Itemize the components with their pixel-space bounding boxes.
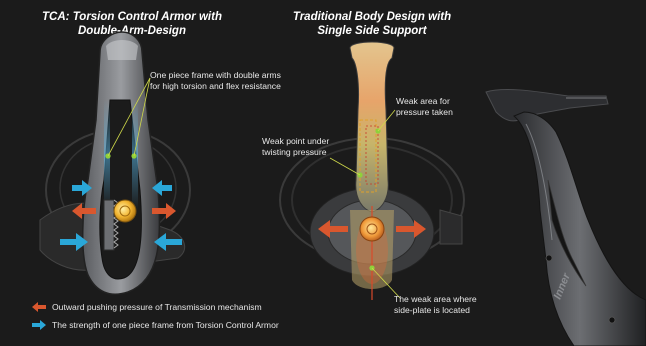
label-frame-line-2: for high torsion and flex resistance <box>150 81 281 92</box>
label-weak-area-line-2: pressure taken <box>396 107 453 118</box>
label-weak-area-sideplate: The weak area where side-plate is locate… <box>394 294 477 315</box>
reel-closeup <box>486 89 646 346</box>
legend-orange: Outward pushing pressure of Transmission… <box>32 302 262 312</box>
legend-orange-label: Outward pushing pressure of Transmission… <box>52 302 262 312</box>
label-weak-area-line-1: Weak area for <box>396 96 453 107</box>
label-weak-point-line-1: Weak point under <box>262 136 329 147</box>
label-frame-line-1: One piece frame with double arms <box>150 70 281 81</box>
label-weak-point-twisting: Weak point under twisting pressure <box>262 136 329 157</box>
label-frame: One piece frame with double arms for hig… <box>150 70 281 91</box>
label-sideplate-line-2: side-plate is located <box>394 305 477 316</box>
traditional-knob <box>360 217 384 241</box>
closeup-bracket <box>486 89 608 120</box>
legend-blue-label: The strength of one piece frame from Tor… <box>52 320 279 330</box>
blue-arrow-icon <box>32 320 46 330</box>
label-weak-point-line-2: twisting pressure <box>262 147 329 158</box>
orange-arrow-icon <box>32 302 46 312</box>
closeup-arm <box>514 112 646 346</box>
traditional-reel <box>280 42 464 300</box>
legend-blue: The strength of one piece frame from Tor… <box>32 320 279 330</box>
tca-knob <box>114 200 136 222</box>
label-weak-area-pressure: Weak area for pressure taken <box>396 96 453 117</box>
label-sideplate-line-1: The weak area where <box>394 294 477 305</box>
traditional-stem <box>350 42 394 212</box>
